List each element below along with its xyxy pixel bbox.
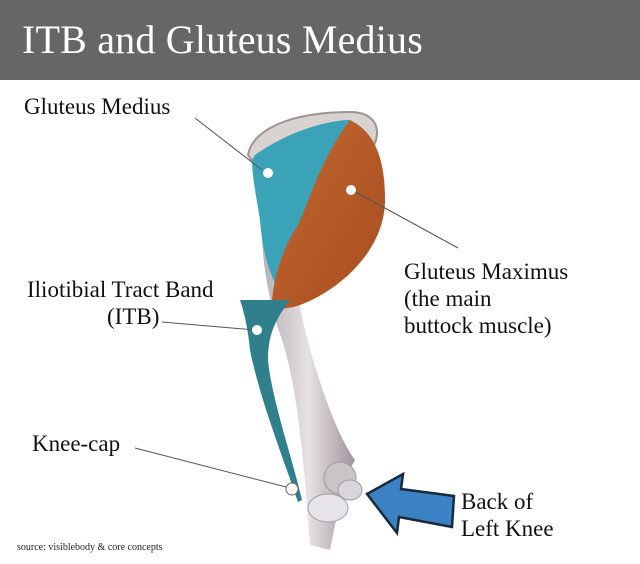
leader-gluteus-medius <box>194 117 263 171</box>
label-gluteus-maximus-line3: buttock muscle) <box>404 313 552 338</box>
label-gluteus-medius: Gluteus Medius <box>24 94 171 119</box>
label-itb-line2: (ITB) <box>107 304 160 329</box>
knee-condyle-2 <box>307 493 349 523</box>
source-credit: source: visiblebody & core concepts <box>17 542 163 553</box>
knee-condyle-3 <box>337 479 363 501</box>
arrow-icon <box>365 471 456 537</box>
marker-itb <box>252 325 262 335</box>
label-gluteus-maximus-line1: Gluteus Maximus <box>404 259 569 284</box>
leader-knee-cap <box>134 447 291 489</box>
itb-band <box>240 300 302 502</box>
header-bar: ITB and Gluteus Medius <box>0 0 640 80</box>
leader-itb <box>161 321 256 331</box>
page-title: ITB and Gluteus Medius <box>22 17 424 62</box>
marker-gluteus-maximus <box>346 185 356 195</box>
label-back-of-knee-line2: Left Knee <box>461 516 554 541</box>
label-gluteus-maximus-line2: (the main <box>404 286 492 311</box>
label-itb: Iliotibial Tract Band (ITB) <box>27 276 214 330</box>
label-back-of-knee: Back of Left Knee <box>461 488 554 542</box>
gluteus-maximus-muscle <box>272 120 385 309</box>
label-back-of-knee-line1: Back of <box>461 489 534 514</box>
marker-knee-cap <box>285 482 299 496</box>
marker-gluteus-medius <box>263 168 273 178</box>
label-itb-line1: Iliotibial Tract Band <box>27 277 214 302</box>
leader-gluteus-maximus <box>351 189 459 249</box>
label-knee-cap: Knee-cap <box>32 431 121 456</box>
label-gluteus-maximus: Gluteus Maximus (the main buttock muscle… <box>404 258 568 339</box>
